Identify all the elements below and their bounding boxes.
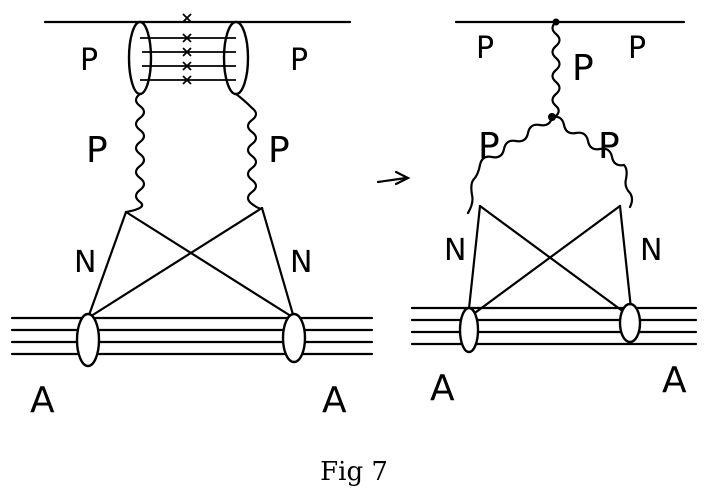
right-nucleus-blob-right <box>618 302 642 344</box>
right-pomeron-wavy-top <box>550 20 561 121</box>
left-nucleus-lines <box>10 316 374 356</box>
left-nucleus-blob-left <box>75 312 101 368</box>
left-cut-crosses <box>182 13 192 85</box>
left-intermediate-lines <box>140 37 236 81</box>
right-nucleon-label-right: N <box>640 233 662 268</box>
left-diagram: P P P P N N A A <box>10 13 374 421</box>
left-proton-blob-right <box>222 20 250 96</box>
left-nucleon-label-right: N <box>290 245 312 280</box>
right-proton-label-left: P <box>476 31 494 66</box>
left-nucleus-label-left: A <box>30 380 55 421</box>
left-nucleon-lines <box>86 206 296 320</box>
right-pomeron-wavy-left <box>466 115 554 215</box>
left-nucleus-label-right: A <box>322 380 347 421</box>
right-pomeron-label-right: P <box>598 126 620 167</box>
left-pomeron-wavy-right <box>234 92 264 210</box>
right-pomeron-label-left: P <box>478 126 500 167</box>
right-nucleus-label-right: A <box>662 360 687 401</box>
right-pomeron-wavy-right <box>550 115 634 209</box>
left-proton-label-left: P <box>80 43 98 78</box>
figure-caption: Fig 7 <box>320 457 388 487</box>
left-proton-label-right: P <box>290 43 308 78</box>
left-pomeron-wavy-left <box>124 92 146 214</box>
right-nucleon-label-left: N <box>444 233 466 268</box>
right-nucleus-blob-left <box>458 306 480 354</box>
transition-arrow-icon <box>376 170 411 186</box>
right-diagram: P P P P P N N A A <box>410 18 698 409</box>
left-proton-blob-left <box>127 20 153 96</box>
left-pomeron-label-right: P <box>268 130 290 171</box>
left-pomeron-label-left: P <box>86 130 108 171</box>
right-proton-label-right: P <box>628 31 646 66</box>
right-nucleus-label-left: A <box>430 368 455 409</box>
right-nucleon-lines <box>466 204 634 320</box>
right-pomeron-label-top: P <box>572 48 594 89</box>
left-nucleus-blob-right <box>281 312 307 364</box>
left-nucleon-label-left: N <box>74 245 96 280</box>
right-nucleus-lines <box>410 306 698 346</box>
